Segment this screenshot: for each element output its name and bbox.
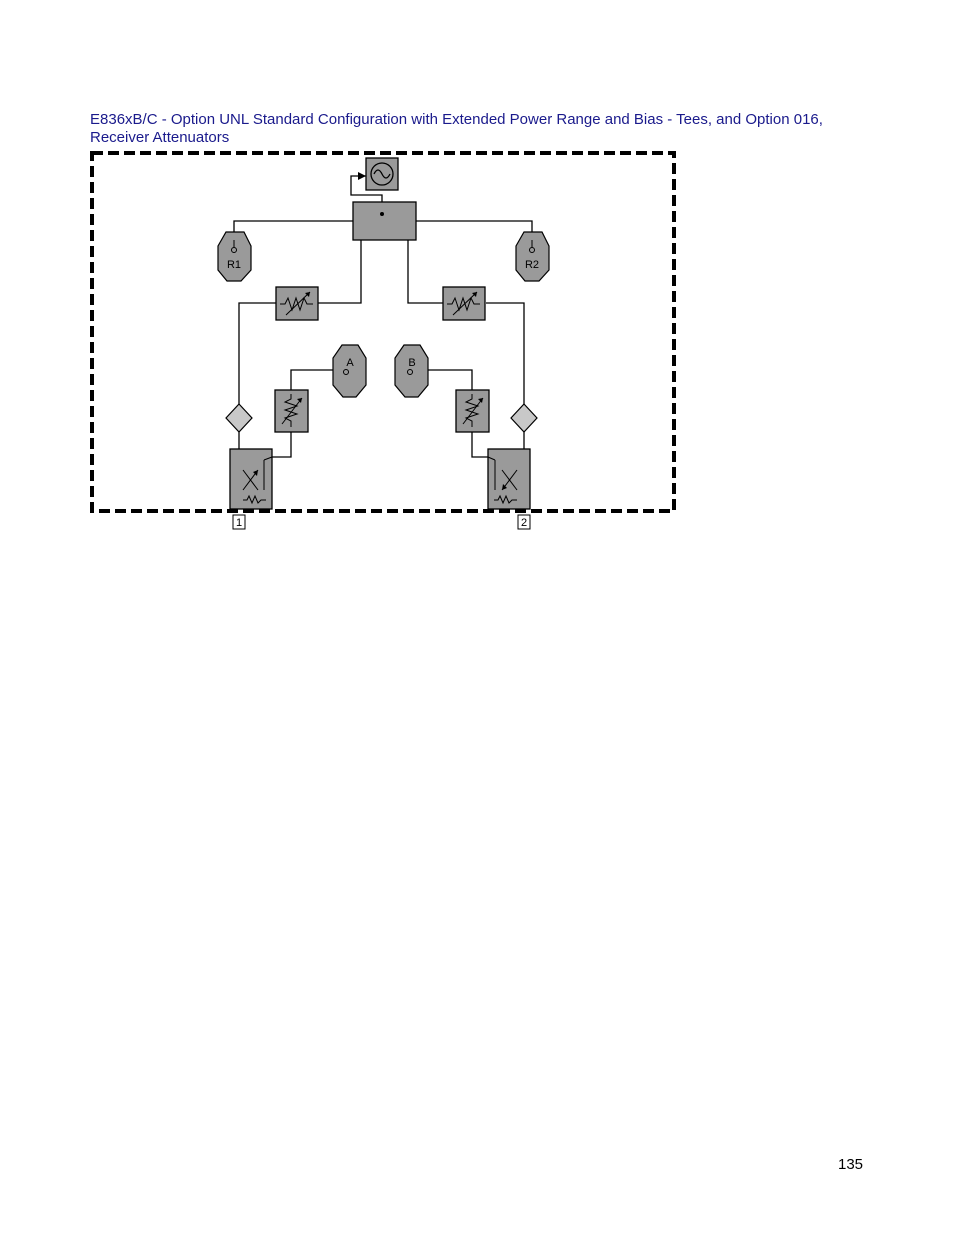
figure-caption: E836xB/C - Option UNL Standard Configura… xyxy=(90,111,823,146)
source-switch xyxy=(352,201,417,241)
receiver-r1-label: R1 xyxy=(227,259,241,271)
receiver-a: A xyxy=(332,344,367,398)
receiver-attenuator-b xyxy=(455,389,490,433)
port-1-label: 1 xyxy=(236,517,242,529)
signal-wires xyxy=(233,175,533,458)
instrument-boundary xyxy=(90,151,676,513)
receiver-r2: R2 xyxy=(515,231,550,282)
coupler-port1 xyxy=(229,448,273,510)
bias-tee-left xyxy=(225,403,253,433)
receiver-b-label: B xyxy=(408,357,415,369)
source-attenuator-left xyxy=(275,286,319,321)
block-diagram: R1 R2 A B xyxy=(90,151,676,530)
bias-tee-right xyxy=(510,403,538,433)
page-number: 135 xyxy=(838,1156,864,1173)
receiver-r2-label: R2 xyxy=(525,259,539,271)
receiver-r1: R1 xyxy=(217,231,252,282)
port-2-label: 2 xyxy=(521,517,527,529)
port-2: 2 xyxy=(517,514,531,530)
source-oscillator xyxy=(358,157,399,191)
port-1: 1 xyxy=(232,514,246,530)
receiver-attenuator-a xyxy=(274,389,309,433)
coupler-port2 xyxy=(487,448,531,510)
receiver-a-label: A xyxy=(346,357,354,369)
source-attenuator-right xyxy=(442,286,486,321)
receiver-b: B xyxy=(394,344,429,398)
